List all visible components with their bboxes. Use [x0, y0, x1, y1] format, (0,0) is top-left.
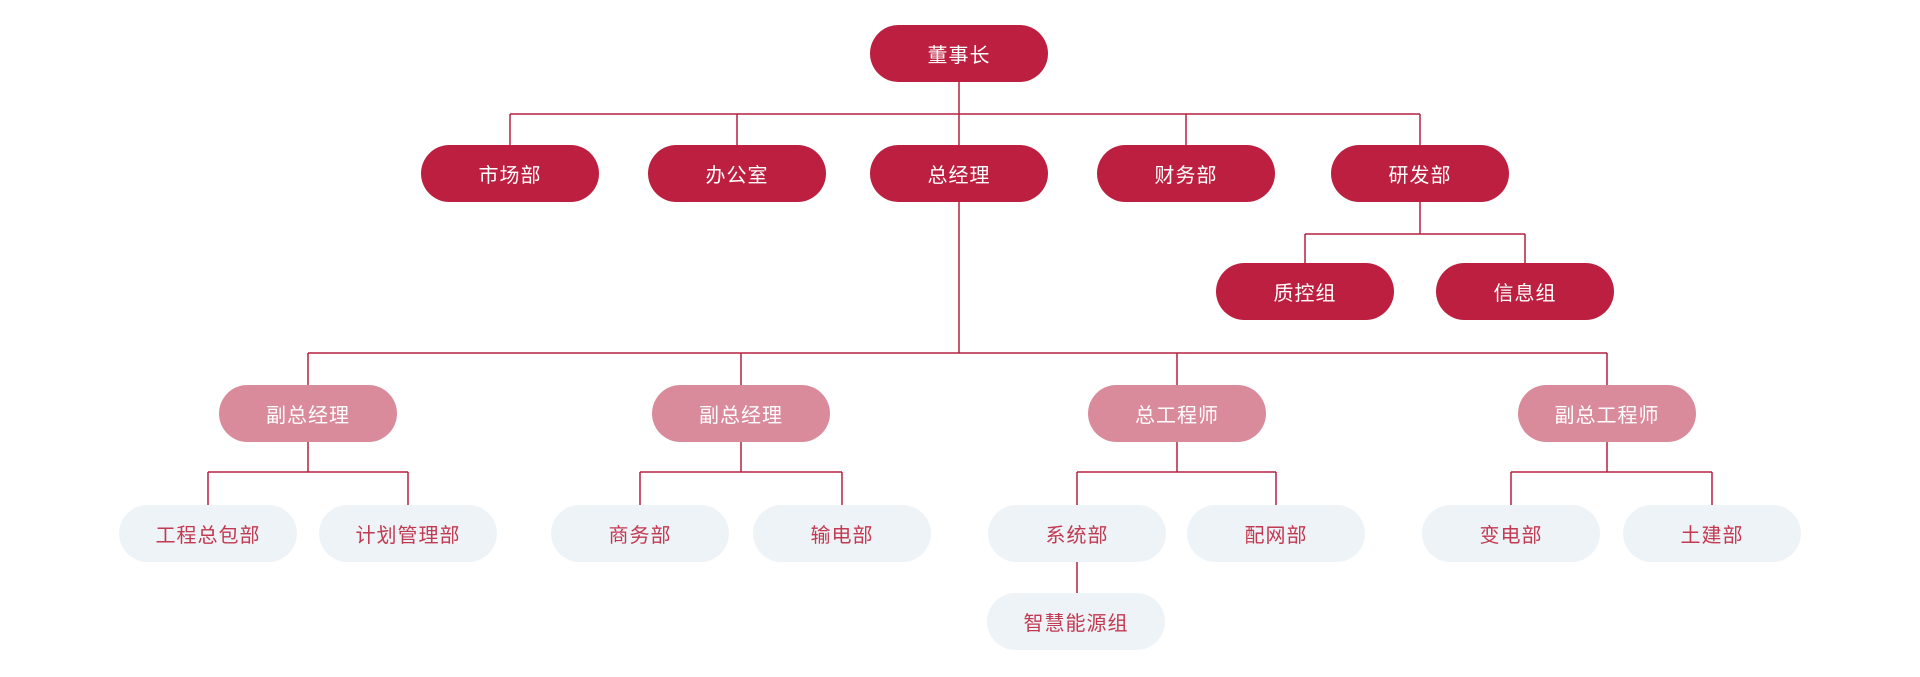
org-node-office: 办公室: [648, 145, 826, 202]
org-node-general-manager: 总经理: [870, 145, 1048, 202]
org-node-substation-dept: 变电部: [1422, 505, 1600, 562]
org-node-power-transmission-dept: 输电部: [753, 505, 931, 562]
org-node-deputy-general-manager-2: 副总经理: [652, 385, 830, 442]
connector-root-to-level2: [509, 82, 1421, 145]
org-node-engineering-general-contracting-dept: 工程总包部: [119, 505, 297, 562]
org-node-business-dept: 商务部: [551, 505, 729, 562]
connector-rnd-to-groups: [1304, 202, 1526, 263]
org-node-chairman: 董事长: [870, 25, 1048, 82]
org-node-system-dept: 系统部: [988, 505, 1166, 562]
org-node-information-group: 信息组: [1436, 263, 1614, 320]
org-node-civil-engineering-dept: 土建部: [1623, 505, 1801, 562]
connector-level3-to-level4: [207, 442, 1713, 505]
org-node-smart-energy-group: 智慧能源组: [987, 593, 1165, 650]
org-node-marketing-dept: 市场部: [421, 145, 599, 202]
org-node-rnd-dept: 研发部: [1331, 145, 1509, 202]
org-node-deputy-general-manager-1: 副总经理: [219, 385, 397, 442]
org-node-deputy-chief-engineer: 副总工程师: [1518, 385, 1696, 442]
connector-gm-to-level3: [307, 202, 1608, 385]
org-node-planning-management-dept: 计划管理部: [319, 505, 497, 562]
org-node-finance-dept: 财务部: [1097, 145, 1275, 202]
org-node-distribution-network-dept: 配网部: [1187, 505, 1365, 562]
org-node-quality-control-group: 质控组: [1216, 263, 1394, 320]
org-node-chief-engineer: 总工程师: [1088, 385, 1266, 442]
